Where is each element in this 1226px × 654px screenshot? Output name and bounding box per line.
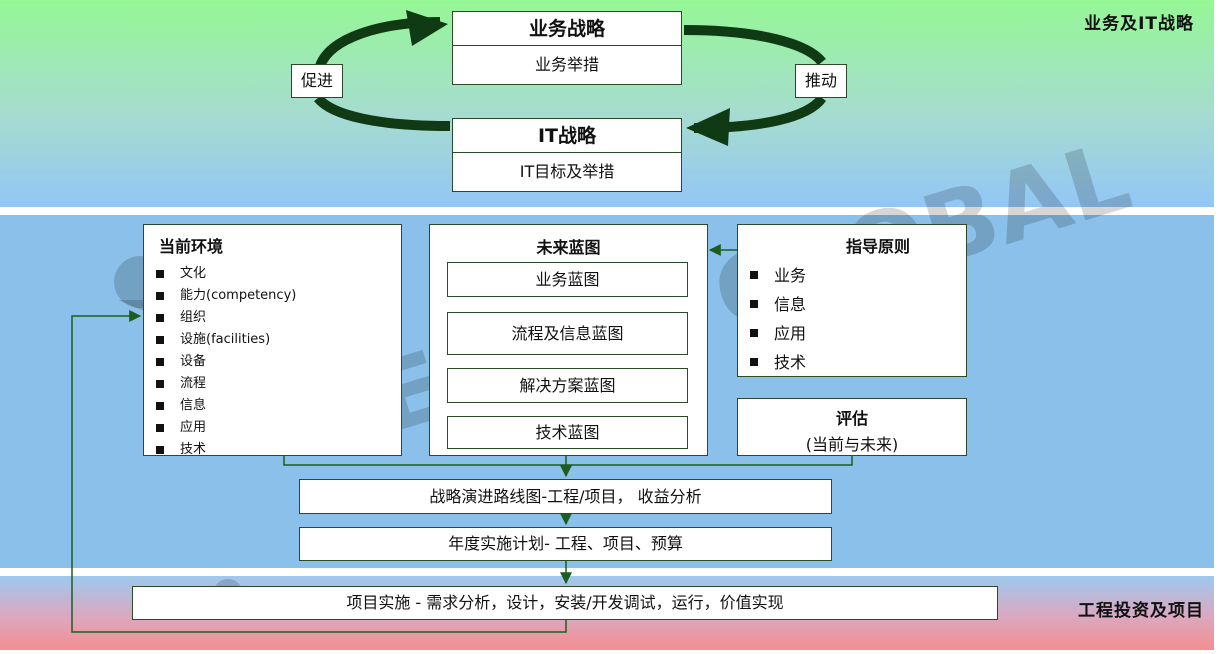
business-strategy-title: 业务战略 [453, 12, 681, 46]
engineering-projects-label: 工程投资及项目 [1078, 601, 1204, 621]
technology-blueprint-box: 技术蓝图 [447, 416, 688, 449]
current-environment-list: 文化 能力(competency) 组织 设施(facilities) 设备 流… [156, 263, 401, 461]
it-strategy-subtitle: IT目标及举措 [519, 162, 615, 181]
current-environment-box: 当前环境 文化 能力(competency) 组织 设施(facilities)… [143, 224, 402, 457]
list-item: 能力(competency) [156, 285, 401, 307]
annual-plan-box: 年度实施计划- 工程、项目、预算 [299, 527, 832, 561]
list-item: 信息 [750, 290, 966, 319]
evaluation-subtitle: (当前与未来) [805, 435, 899, 454]
bullet-icon [156, 336, 164, 344]
list-item: 技术 [156, 439, 401, 461]
bullet-icon [156, 402, 164, 410]
bullet-icon [156, 446, 164, 454]
bullet-icon [750, 300, 758, 308]
guiding-principles-list: 业务 信息 应用 技术 [750, 261, 966, 377]
business-it-strategy-label: 业务及IT战略 [1084, 14, 1194, 34]
current-environment-title: 当前环境 [159, 237, 224, 256]
bullet-icon [156, 424, 164, 432]
bullet-icon [156, 358, 164, 366]
bullet-icon [156, 380, 164, 388]
bullet-icon [750, 329, 758, 337]
list-item: 文化 [156, 263, 401, 285]
list-item: 流程 [156, 373, 401, 395]
list-item: 技术 [750, 348, 966, 377]
evaluation-title: 评估 [835, 409, 868, 428]
bullet-icon [156, 292, 164, 300]
guiding-principles-title: 指导原则 [845, 237, 910, 256]
list-item: 设备 [156, 351, 401, 373]
it-strategy-title: IT战略 [453, 119, 681, 153]
drive-label: 推动 [795, 64, 847, 98]
bullet-icon [156, 270, 164, 278]
business-strategy-box: 业务战略 业务举措 [452, 11, 682, 85]
list-item: 设施(facilities) [156, 329, 401, 351]
list-item: 组织 [156, 307, 401, 329]
bullet-icon [156, 314, 164, 322]
business-strategy-subtitle: 业务举措 [534, 55, 599, 74]
solution-blueprint-box: 解决方案蓝图 [447, 368, 688, 403]
process-info-blueprint-box: 流程及信息蓝图 [447, 312, 688, 355]
guiding-principles-box: 指导原则 业务 信息 应用 技术 [737, 224, 967, 377]
list-item: 信息 [156, 395, 401, 417]
list-item: 业务 [750, 261, 966, 290]
evaluation-box: 评估 (当前与未来) [737, 398, 967, 456]
bullet-icon [750, 358, 758, 366]
business-blueprint-box: 业务蓝图 [447, 262, 688, 297]
strategy-roadmap-box: 战略演进路线图-工程/项目， 收益分析 [299, 479, 832, 514]
project-implementation-box: 项目实施 - 需求分析，设计，安装/开发调试，运行，价值实现 [132, 586, 998, 620]
list-item: 应用 [156, 417, 401, 439]
future-blueprint-box: 未来蓝图 业务蓝图 流程及信息蓝图 解决方案蓝图 技术蓝图 [429, 224, 708, 456]
list-item: 应用 [750, 319, 966, 348]
future-blueprint-title: 未来蓝图 [536, 238, 601, 257]
it-strategy-box: IT战略 IT目标及举措 [452, 118, 682, 192]
promote-label: 促进 [291, 64, 343, 98]
bullet-icon [750, 271, 758, 279]
